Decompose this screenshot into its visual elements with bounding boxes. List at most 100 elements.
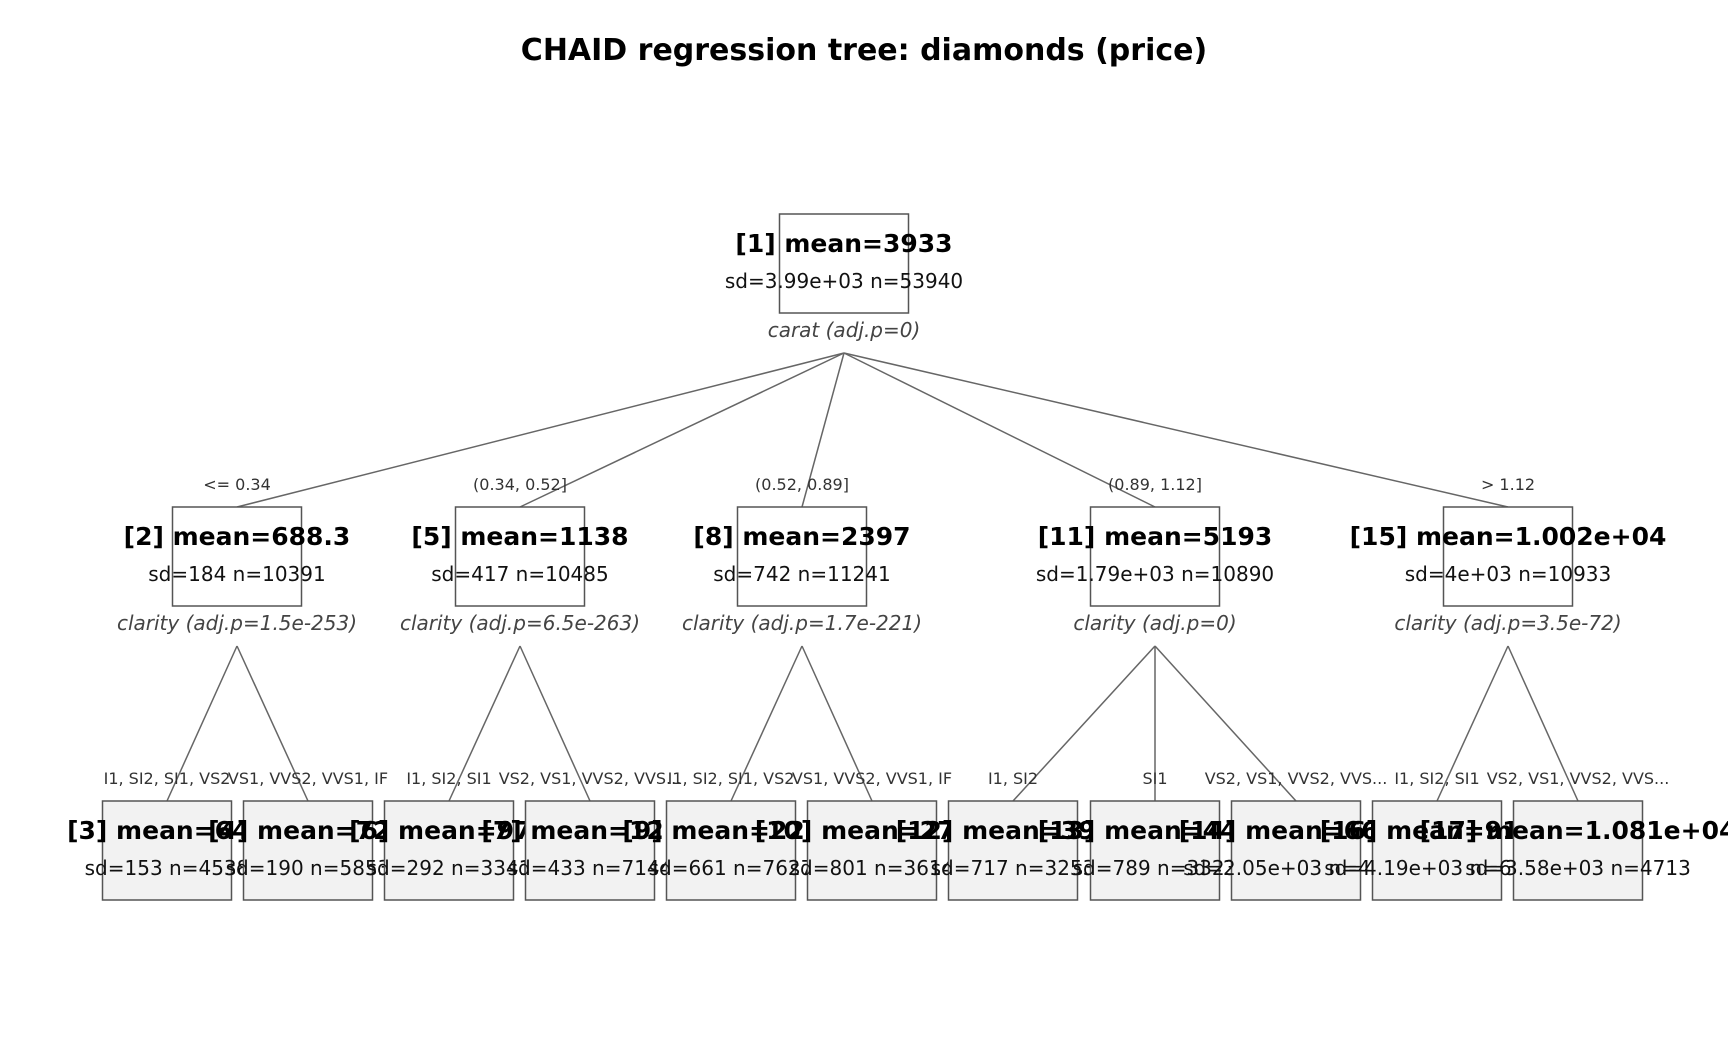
edge-n11-n14: VS2, VS1, VVS2, VVS... <box>1154 645 1388 802</box>
leaf-node-box <box>1512 800 1644 901</box>
edge-line <box>1012 645 1156 802</box>
diagram-title: CHAID regression tree: diamonds (price) <box>521 33 1207 68</box>
edge-line <box>519 645 591 802</box>
inner-node-box <box>736 506 868 607</box>
node-stats-label: sd=153 n=4538 <box>85 856 250 880</box>
node-n11: [11] mean=5193 sd=1.79e+03 n=10890 clarity… <box>1036 506 1274 635</box>
edge-line <box>1507 645 1579 802</box>
node-stats-label: sd=3.58e+03 n=4713 <box>1465 856 1691 880</box>
node-stats-label: sd=4.19e+03 n=6220 <box>1324 856 1550 880</box>
node-stats-label: sd=190 n=5853 <box>226 856 391 880</box>
edge-label: (0.89, 1.12] <box>1108 475 1202 494</box>
node-stats-label: sd=4e+03 n=10933 <box>1405 562 1612 586</box>
node-stats-label: sd=292 n=3341 <box>367 856 532 880</box>
node-stats-label: sd=801 n=3614 <box>790 856 955 880</box>
edge-n1-n15: > 1.12 <box>843 352 1535 508</box>
leaf-node-box <box>806 800 938 901</box>
edge-label: VS2, VS1, VVS2, VVS... <box>499 769 682 788</box>
node-n3: [3] mean=642 sd=153 n=4538 <box>67 800 267 901</box>
inner-node-box <box>1089 506 1221 607</box>
node-split-label: carat (adj.p=0) <box>768 318 921 342</box>
edge-line <box>1154 645 1297 802</box>
inner-node-box <box>171 506 303 607</box>
node-stats-label: sd=2.05e+03 n=4314 <box>1183 856 1409 880</box>
edge-n11-n12: I1, SI2 <box>988 645 1156 802</box>
inner-node-box <box>454 506 586 607</box>
edge-n1-n5: (0.34, 0.52] <box>473 352 845 508</box>
node-stats-label: sd=433 n=7144 <box>508 856 673 880</box>
node-stats-label: sd=184 n=10391 <box>148 562 325 586</box>
inner-node-box <box>1442 506 1574 607</box>
node-n2: [2] mean=688.3 sd=184 n=10391 clarity (adj… <box>117 506 357 635</box>
edge-line <box>843 352 1509 508</box>
edge-line <box>236 352 845 508</box>
leaf-node-box <box>524 800 656 901</box>
edge-label: <= 0.34 <box>203 475 271 494</box>
edge-n2-n4: VS1, VVS2, VVS1, IF <box>228 645 388 802</box>
leaf-node-box <box>947 800 1079 901</box>
edge-n5-n7: VS2, VS1, VVS2, VVS... <box>499 645 682 802</box>
node-mean-label: [15] mean=1.002e+04 <box>1350 522 1667 551</box>
node-split-label: clarity (adj.p=3.5e-72) <box>1394 611 1621 635</box>
edge-line <box>166 645 238 802</box>
edge-label: I1, SI2, SI1, VS2 <box>668 769 795 788</box>
edge-line <box>519 352 845 508</box>
edge-label: VS2, VS1, VVS2, VVS... <box>1205 769 1388 788</box>
edge-label: I1, SI2, SI1 <box>406 769 491 788</box>
node-mean-label: [2] mean=688.3 <box>124 522 351 551</box>
node-mean-label: [11] mean=5193 <box>1038 522 1273 551</box>
node-split-label: clarity (adj.p=6.5e-263) <box>400 611 640 635</box>
edge-n2-n3: I1, SI2, SI1, VS2 <box>104 645 238 802</box>
edge-line <box>843 352 1156 508</box>
edge-n5-n6: I1, SI2, SI1 <box>406 645 521 802</box>
inner-node-box <box>778 213 910 314</box>
edge-n15-n16: I1, SI2, SI1 <box>1394 645 1509 802</box>
node-stats-label: sd=1.79e+03 n=10890 <box>1036 562 1274 586</box>
edge-line <box>236 645 309 802</box>
node-stats-label: sd=789 n=3323 <box>1073 856 1238 880</box>
node-mean-label: [5] mean=1138 <box>411 522 628 551</box>
edge-n1-n8: (0.52, 0.89] <box>755 352 849 508</box>
edge-label: VS1, VVS2, VVS1, IF <box>792 769 952 788</box>
edge-label: I1, SI2, SI1 <box>1394 769 1479 788</box>
node-mean-label: [17] mean=1.081e+04 <box>1420 816 1728 845</box>
node-n6: [6] mean=973 sd=292 n=3341 <box>349 800 549 901</box>
edge-n8-n9: I1, SI2, SI1, VS2 <box>668 645 803 802</box>
edge-line <box>801 352 845 508</box>
edge-n1-n11: (0.89, 1.12] <box>843 352 1202 508</box>
node-mean-label: [4] mean=726 <box>208 816 408 845</box>
edge-line <box>1436 645 1509 802</box>
node-mean-label: [9] mean=2224 <box>622 816 839 845</box>
edge-label: > 1.12 <box>1481 475 1535 494</box>
edge-n11-n13: SI1 <box>1142 646 1168 801</box>
node-mean-label: [3] mean=642 <box>67 816 267 845</box>
node-stats-label: sd=717 n=3253 <box>931 856 1096 880</box>
edge-label: I1, SI2 <box>988 769 1038 788</box>
edge-n1-n2: <= 0.34 <box>203 352 845 508</box>
leaf-node-box <box>383 800 515 901</box>
leaf-node-box <box>665 800 797 901</box>
node-split-label: clarity (adj.p=1.5e-253) <box>117 611 357 635</box>
leaf-node-box <box>1230 800 1362 901</box>
leaf-node-box <box>242 800 374 901</box>
node-split-label: clarity (adj.p=0) <box>1073 611 1236 635</box>
leaf-node-box <box>1371 800 1503 901</box>
node-stats-label: sd=742 n=11241 <box>713 562 890 586</box>
edge-label: (0.34, 0.52] <box>473 475 567 494</box>
edge-label: VS1, VVS2, VVS1, IF <box>228 769 388 788</box>
node-mean-label: [7] mean=1212 <box>481 816 698 845</box>
node-mean-label: [1] mean=3933 <box>735 229 952 258</box>
node-split-label: clarity (adj.p=1.7e-221) <box>682 611 922 635</box>
node-n7: [7] mean=1212 sd=433 n=7144 <box>481 800 699 901</box>
edge-label: SI1 <box>1142 769 1167 788</box>
edge-line <box>448 645 521 802</box>
node-stats-label: sd=661 n=7627 <box>649 856 814 880</box>
edge-line <box>730 645 803 802</box>
leaf-node-box <box>101 800 233 901</box>
node-mean-label: [6] mean=973 <box>349 816 549 845</box>
